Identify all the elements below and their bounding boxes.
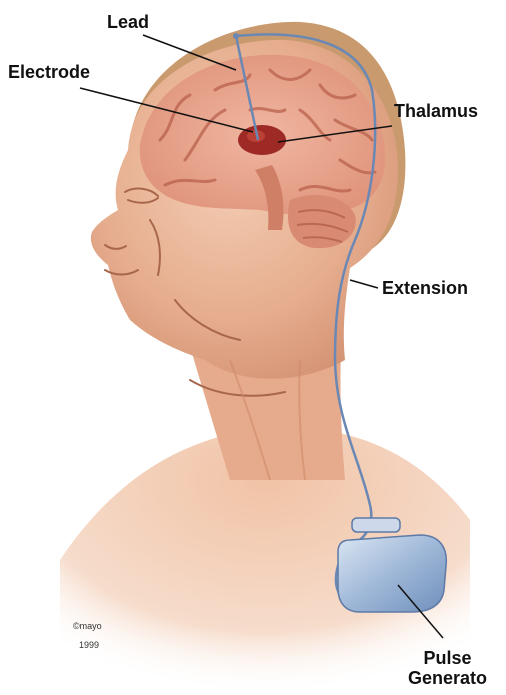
label-lead: Lead (107, 13, 149, 31)
copyright-year: 1999 (79, 641, 99, 650)
copyright-text: ©mayo (73, 622, 102, 631)
pulse-generator (338, 535, 446, 612)
label-extension: Extension (382, 279, 468, 297)
label-pulse-line-1: Pulse (408, 648, 487, 668)
label-pulse-generator: Pulse Generato (408, 648, 487, 688)
label-pulse-line-2: Generato (408, 668, 487, 688)
label-electrode: Electrode (8, 63, 90, 81)
label-thalamus: Thalamus (394, 102, 478, 120)
pulse-generator-header (352, 518, 400, 532)
